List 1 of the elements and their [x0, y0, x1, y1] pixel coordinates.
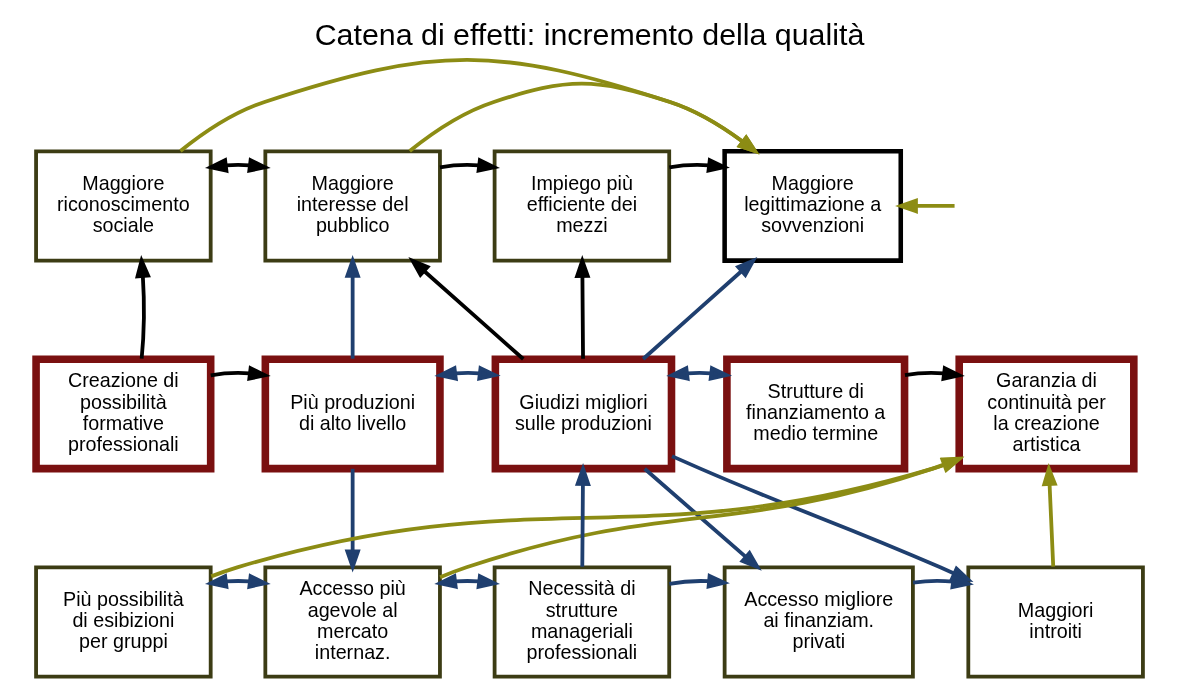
diagram-title: Catena di effetti: incremento della qualità: [314, 17, 864, 51]
